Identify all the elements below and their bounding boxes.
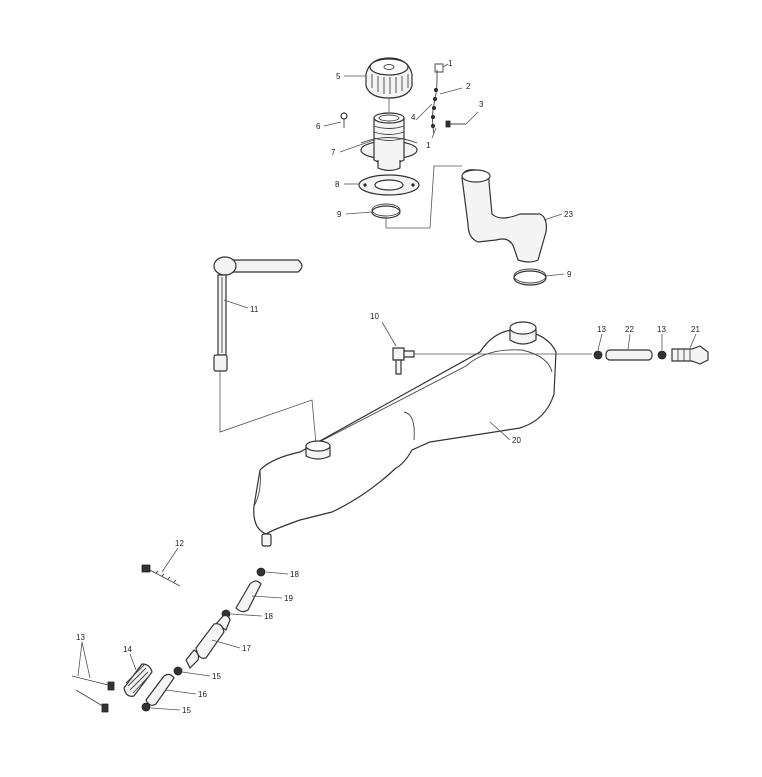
fuel-tank [253,321,557,547]
callout-3: 3 [479,100,484,109]
filler-hose [461,169,547,263]
callout-19: 19 [284,594,293,603]
fuel-gauge-sender [213,256,303,372]
clamp-15-upper [173,666,183,676]
spring [123,663,153,697]
callout-18-upper: 18 [290,570,299,579]
callout-12: 12 [175,539,184,548]
callout-17: 17 [242,644,251,653]
hose-clamp-upper [371,203,401,219]
callout-1-bottom: 1 [426,141,431,150]
callout-8: 8 [335,180,340,189]
fuel-cap [365,57,413,99]
cap-tether [430,63,444,135]
neck-screw [340,112,348,128]
fuel-line-16 [145,673,175,706]
callout-10: 10 [370,312,379,321]
callout-13-ties: 13 [76,633,85,642]
callout-11: 11 [250,305,259,314]
callout-13-vent-left: 13 [597,325,606,334]
fuel-filter [185,614,231,670]
fuel-line-19 [235,580,262,613]
callout-7: 7 [331,148,336,157]
callout-5: 5 [336,72,341,81]
filler-neck [360,112,418,172]
clamp-15-lower [141,702,151,712]
callout-13-vent-right: 13 [657,325,666,334]
callout-23: 23 [564,210,573,219]
hose-clamp-lower [513,268,547,286]
tether-screw [445,120,466,128]
callout-2: 2 [466,82,471,91]
callout-21: 21 [691,325,700,334]
cable-ties [71,675,115,713]
drain-bolt [141,564,181,587]
gasket [358,174,420,196]
callout-labels: 1 2 3 4 1 5 6 7 8 9 23 9 11 10 13 22 13 … [76,59,700,715]
callout-15-lower: 15 [182,706,191,715]
callout-4: 4 [411,113,416,122]
callout-20: 20 [512,436,521,445]
callout-22: 22 [625,325,634,334]
callout-18-lower: 18 [264,612,273,621]
callout-9-lower: 9 [567,270,572,279]
callout-14: 14 [123,645,132,654]
clamp-18-upper [256,567,266,577]
callout-9-upper: 9 [337,210,342,219]
callout-16: 16 [198,690,207,699]
callout-1-top: 1 [448,59,453,68]
callout-15-upper: 15 [212,672,221,681]
callout-6: 6 [316,122,321,131]
leader-lines [77,63,697,711]
vent-line-assembly [593,345,709,365]
vent-fitting [392,347,415,375]
